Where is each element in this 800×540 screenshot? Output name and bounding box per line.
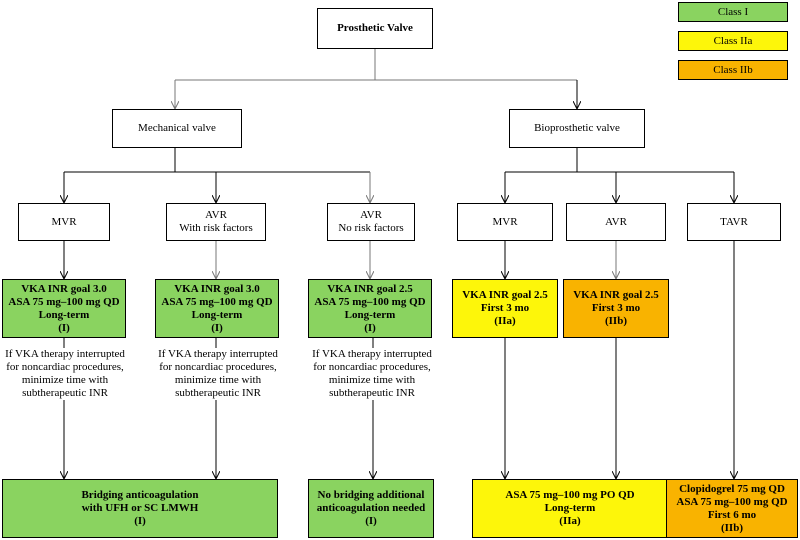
rec-mech-mvr: VKA INR goal 3.0 ASA 75 mg–100 mg QD Lon…: [2, 279, 126, 338]
note-line: minimize time with: [328, 374, 416, 386]
mechanical-label: Mechanical valve: [138, 122, 216, 134]
rec-line: (IIa): [494, 315, 516, 327]
node-sublabel: No risk factors: [338, 222, 404, 234]
node-label: AVR: [605, 215, 627, 228]
note-line: If VKA therapy interrupted: [158, 348, 278, 360]
rec-bio-mvr: VKA INR goal 2.5 First 3 mo (IIa): [452, 279, 558, 338]
final-line: (I): [365, 515, 377, 527]
note-mech-avr-risk: If VKA therapy interrupted for noncardia…: [150, 348, 286, 400]
rec-line: Long-term: [191, 308, 243, 321]
note-line: If VKA therapy interrupted: [312, 348, 432, 360]
final-line: Bridging anticoagulation: [81, 489, 199, 501]
final-line: No bridging additional: [317, 489, 425, 501]
final-line: anticoagulation needed: [316, 502, 426, 514]
final-line: (I): [134, 515, 146, 527]
final-asa-bio: ASA 75 mg–100 mg PO QD Long-term (IIa): [472, 479, 668, 538]
note-line: subtherapeutic INR: [175, 387, 261, 399]
legend-label: Class IIa: [713, 34, 753, 47]
rec-line: VKA INR goal 2.5: [462, 289, 548, 301]
legend-class-i: Class I: [678, 2, 788, 22]
legend-class-iib: Class IIb: [678, 60, 788, 80]
node-label: AVR: [205, 209, 227, 221]
final-no-bridging: No bridging additional anticoagulation n…: [308, 479, 434, 538]
root-label: Prosthetic Valve: [337, 22, 413, 34]
rec-line: Long-term: [38, 308, 90, 321]
rec-line: ASA 75 mg–100 mg QD: [8, 295, 120, 308]
node-mechanical-valve: Mechanical valve: [112, 109, 242, 148]
final-line: Long-term: [544, 502, 596, 514]
rec-line: ASA 75 mg–100 mg QD: [314, 295, 426, 308]
rec-line: First 3 mo: [480, 302, 530, 314]
rec-line: VKA INR goal 3.0: [174, 282, 260, 295]
root-prosthetic-valve: Prosthetic Valve: [317, 8, 433, 49]
rec-line: (IIb): [604, 315, 627, 327]
node-label: MVR: [492, 215, 518, 228]
rec-line: VKA INR goal 2.5: [327, 282, 413, 295]
final-line: (IIa): [559, 515, 581, 527]
note-line: subtherapeutic INR: [329, 387, 415, 399]
node-bio-mvr: MVR: [457, 203, 553, 241]
final-line: ASA 75 mg–100 mg PO QD: [505, 489, 635, 501]
note-mech-avr-norisk: If VKA therapy interrupted for noncardia…: [304, 348, 440, 400]
node-bioprosthetic-valve: Bioprosthetic valve: [509, 109, 645, 148]
node-label: MVR: [51, 215, 77, 228]
final-tavr: Clopidogrel 75 mg QD ASA 75 mg–100 mg QD…: [666, 479, 798, 538]
final-bridging: Bridging anticoagulation with UFH or SC …: [2, 479, 278, 538]
node-mech-mvr: MVR: [18, 203, 110, 241]
note-line: for noncardiac procedures,: [6, 361, 124, 373]
note-line: subtherapeutic INR: [22, 387, 108, 399]
note-line: for noncardiac procedures,: [313, 361, 431, 373]
rec-line: First 3 mo: [591, 302, 641, 314]
node-bio-tavr: TAVR: [687, 203, 781, 241]
note-mech-mvr: If VKA therapy interrupted for noncardia…: [2, 348, 128, 400]
bioprosthetic-label: Bioprosthetic valve: [534, 122, 620, 134]
note-line: minimize time with: [174, 374, 262, 386]
final-line: ASA 75 mg–100 mg QD: [676, 495, 788, 508]
rec-line: (I): [364, 321, 376, 334]
final-line: with UFH or SC LMWH: [81, 502, 199, 514]
note-line: If VKA therapy interrupted: [5, 348, 125, 360]
rec-mech-avr-risk: VKA INR goal 3.0 ASA 75 mg–100 mg QD Lon…: [155, 279, 279, 338]
final-line: Clopidogrel 75 mg QD: [679, 482, 785, 495]
legend-label: Class I: [717, 5, 749, 18]
node-label: TAVR: [720, 215, 748, 228]
final-line: (IIb): [720, 521, 743, 534]
rec-line: VKA INR goal 2.5: [573, 289, 659, 301]
final-line: First 6 mo: [707, 508, 757, 521]
rec-line: ASA 75 mg–100 mg QD: [161, 295, 273, 308]
note-line: minimize time with: [21, 374, 109, 386]
rec-line: Long-term: [344, 308, 396, 321]
rec-line: VKA INR goal 3.0: [21, 282, 107, 295]
legend-class-iia: Class IIa: [678, 31, 788, 51]
rec-line: (I): [211, 321, 223, 334]
node-sublabel: With risk factors: [179, 222, 253, 234]
rec-line: (I): [58, 321, 70, 334]
rec-mech-avr-norisk: VKA INR goal 2.5 ASA 75 mg–100 mg QD Lon…: [308, 279, 432, 338]
node-mech-avr-risk: AVR With risk factors: [166, 203, 266, 241]
rec-bio-avr: VKA INR goal 2.5 First 3 mo (IIb): [563, 279, 669, 338]
node-mech-avr-norisk: AVR No risk factors: [327, 203, 415, 241]
legend-label: Class IIb: [713, 63, 753, 76]
node-bio-avr: AVR: [566, 203, 666, 241]
note-line: for noncardiac procedures,: [159, 361, 277, 373]
node-label: AVR: [360, 209, 382, 221]
